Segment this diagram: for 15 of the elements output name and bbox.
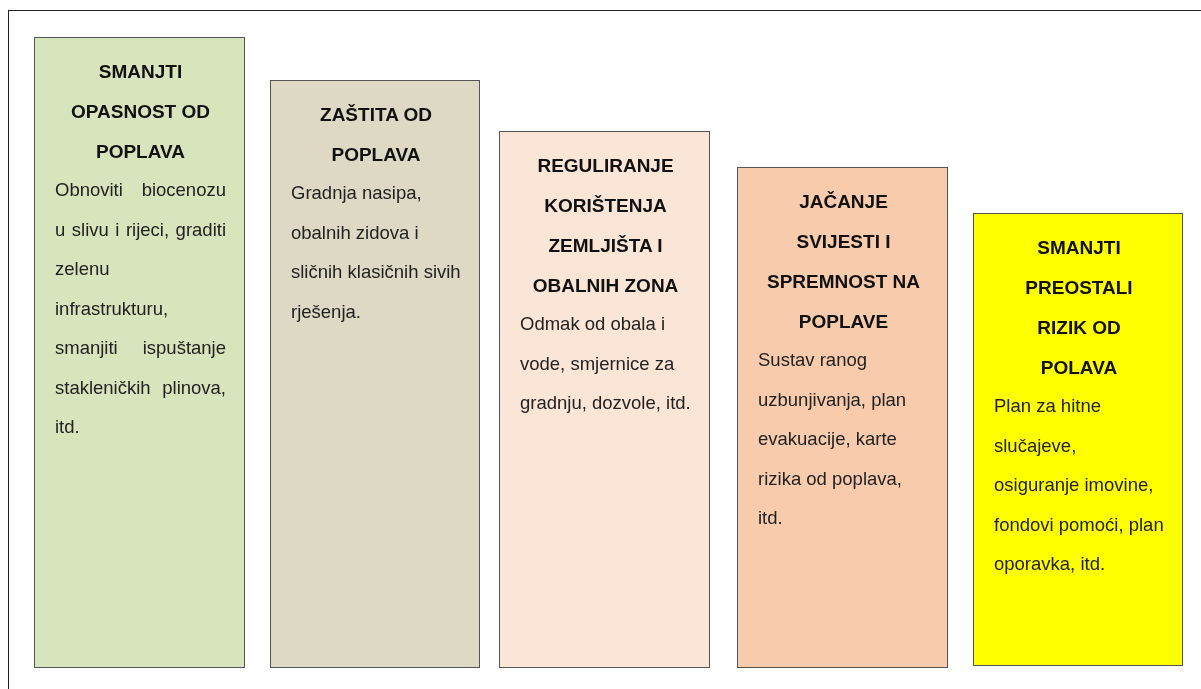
box-heading: SMANJTI PREOSTALI RIZIK OD POLAVA <box>1024 236 1134 380</box>
box-description: Obnoviti biocenozu u slivu i rijeci, graditi zelenu infrastrukturu, smanjiti ispuštanje stakleničkih plinova, itd. <box>55 178 226 439</box>
category-box <box>34 37 245 668</box>
category-box <box>499 131 710 668</box>
box-heading: SMANJTI OPASNOST OD POPLAVA <box>70 60 211 164</box>
box-heading: ZAŠTITA OD POPLAVA <box>319 103 433 167</box>
box-heading: REGULIRANJE KORIŠTENJA ZEMLJIŠTA I OBALNIH ZONA <box>531 154 680 298</box>
box-description: Gradnja nasipa, obalnih zidova i sličnih klasičnih sivih rješenja. <box>291 181 461 324</box>
box-description: Odmak od obala i vode, smjernice za gradnju, dozvole, itd. <box>520 312 691 415</box>
box-heading: JAČANJE SVIJESTI I SPREMNOST NA POPLAVE <box>765 190 922 334</box>
box-description: Plan za hitne slučajeve, osiguranje imovine, fondovi pomoći, plan oporavka, itd. <box>994 394 1164 576</box>
box-description: Sustav ranog uzbunjivanja, plan evakuacije, karte rizika od poplava, itd. <box>758 348 908 530</box>
category-box <box>737 167 948 668</box>
category-box <box>973 213 1183 666</box>
category-box <box>270 80 480 668</box>
